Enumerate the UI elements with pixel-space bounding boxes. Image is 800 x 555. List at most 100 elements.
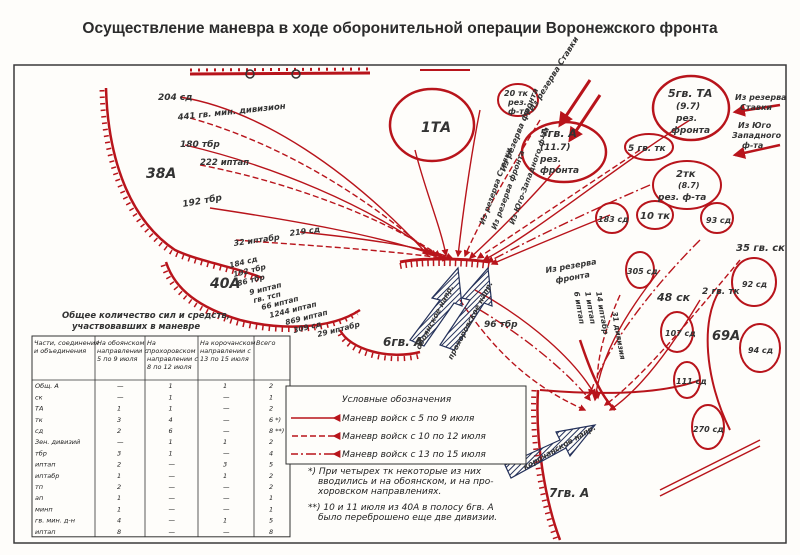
table-header-cell: и объединения <box>34 347 86 355</box>
table-row-label: тк <box>35 416 43 424</box>
table-header-cell: направлении с <box>147 355 198 363</box>
table-cell: — <box>117 382 124 390</box>
gtk2-label: 2тк <box>676 169 696 180</box>
top-front-line <box>189 67 470 79</box>
table-cell: 5 <box>269 461 273 469</box>
table-row-label: иптап <box>35 461 56 469</box>
table-row-label: тбр <box>35 449 47 457</box>
table-cell: — <box>223 405 230 413</box>
sd270-ellipse <box>691 404 725 450</box>
army-5ga-sub2: фронта <box>540 166 579 176</box>
table-row-label: иптап <box>35 528 56 536</box>
footnote-5: было переброшено еще две дивизии. <box>318 513 497 523</box>
line-bottom-right <box>659 439 761 491</box>
table-header-cell: 8 по 12 июля <box>147 363 192 371</box>
army-5ga-label: 5гв. А <box>540 127 577 140</box>
army-5gta-sub1: рез. <box>675 114 697 124</box>
unit-tbr180: 180 тбр <box>180 139 220 150</box>
sd94-ellipse <box>739 323 781 373</box>
note-zap2-3: ф-та <box>742 141 763 150</box>
table-row-label: иптабр <box>35 472 59 480</box>
tk20-label-1: 20 тк <box>504 89 529 98</box>
table-cell: 1 <box>223 382 227 390</box>
table-cell: — <box>223 494 230 502</box>
sd92-ellipse <box>731 257 777 307</box>
table-cell: — <box>117 393 124 401</box>
table-cell: 1 <box>169 405 173 413</box>
table-cell: 1 <box>169 382 173 390</box>
footnotes: *) При четырех тк некоторые из них вводи… <box>308 467 497 523</box>
maneuver-arrows <box>179 96 741 411</box>
table-cell: 8 **) <box>269 427 284 435</box>
table-row-label: минп <box>35 505 53 513</box>
table-row-label: тп <box>35 483 43 491</box>
table-row-label: ТА <box>35 405 43 413</box>
unit-sd305: 305 сд <box>627 267 658 276</box>
reserve-arrow-2 <box>558 79 592 128</box>
army-5gta-date: (9.7) <box>676 102 700 112</box>
legend-title: Условные обозначения <box>342 395 452 405</box>
unit-tbr96: 96 тбр <box>484 319 518 330</box>
table-cell: — <box>223 528 230 536</box>
table-cell: 1 <box>169 393 173 401</box>
army-5gta-label: 5гв. ТА <box>668 87 712 100</box>
enemy-attack-arrows <box>409 266 597 479</box>
sd111-ellipse <box>673 361 701 399</box>
sd107-ellipse <box>660 311 694 353</box>
table-row-label: Зен. дивизий <box>35 438 80 446</box>
army-1ta-ellipse <box>388 87 476 163</box>
table-cell: — <box>223 427 230 435</box>
table-cell: — <box>169 494 176 502</box>
army-5gta-sub2: фронта <box>671 126 710 136</box>
unit-sd93: 93 сд <box>706 216 731 225</box>
table-cell: 3 <box>117 449 121 457</box>
table-caption-2: участвовавших в маневре <box>72 322 200 332</box>
table-cell: 1 <box>269 393 273 401</box>
unit-sd183: 183 сд <box>598 215 629 224</box>
table-cell: 1 <box>269 494 273 502</box>
tk20-label-2: рез. <box>507 98 527 107</box>
army-5gta-ellipse <box>651 74 731 142</box>
gtk2-date: (8.7) <box>678 181 699 190</box>
unit-iptabr32: 32 иптабр <box>233 232 281 248</box>
footnote-1: *) При четырех тк некоторые из них <box>308 467 482 477</box>
unit-sd219: 219 сд <box>289 225 321 238</box>
table-cell: 2 <box>269 483 273 491</box>
reserve-arrow-1 <box>568 94 602 143</box>
table-cell: 4 <box>269 449 273 457</box>
note-stavka3-2: Ставки <box>740 103 772 112</box>
table-cell: — <box>223 505 230 513</box>
tk20-label-3: ф-та <box>508 107 529 116</box>
army-7g-label: 7гв. А <box>549 486 589 500</box>
table-header-cell: направлении с <box>97 347 148 355</box>
table-cell: 8 <box>269 528 273 536</box>
legend-item-2: Маневр войск с 10 по 12 июля <box>342 432 486 442</box>
tk10-ellipse <box>636 200 674 230</box>
table-cell: — <box>223 393 230 401</box>
unit-sk48: 48 ск <box>656 291 691 304</box>
table-cell: 1 <box>223 438 227 446</box>
table-header-cell: 13 по 15 июля <box>200 355 249 363</box>
gtk5-ellipse <box>624 133 674 161</box>
table-cell: 2 <box>117 483 121 491</box>
gtk2-sub: рез. ф-та <box>657 193 706 203</box>
table-cell: 6 *) <box>269 416 281 424</box>
unit-gtk5: 5 гв. тк <box>628 144 667 154</box>
unit-sd94: 94 сд <box>748 346 773 355</box>
table-cell: 6 <box>169 427 173 435</box>
table-header-cell: направлении с <box>200 347 251 355</box>
legend: Условные обозначения Маневр войск с 5 по… <box>285 385 527 465</box>
army-69-boundary <box>706 289 731 431</box>
table-caption-1: Общее количество сил и средств, <box>62 310 230 321</box>
table-cell: 1 <box>169 438 173 446</box>
army-38-label: 38А <box>146 166 176 182</box>
table-cell: 4 <box>117 517 121 525</box>
footnote-4: **) 10 и 11 июля из 40А в полосу 6гв. А <box>308 503 494 513</box>
note-zap2-1: Из Юго <box>738 121 772 130</box>
army-38-boundary <box>99 87 263 283</box>
table-cell: 2 <box>269 382 273 390</box>
army-5ga-sub1: рез. <box>539 155 561 165</box>
table-cell: 2 <box>269 405 273 413</box>
